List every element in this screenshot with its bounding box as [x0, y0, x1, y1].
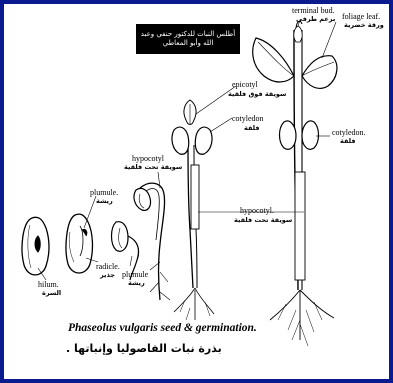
foliage-leaf-label: foliage leaf. [342, 12, 380, 21]
caption-english: Phaseolus vulgaris seed & germination. [68, 322, 257, 334]
seed-opened [66, 214, 92, 273]
hypocotyl-label-small: hypocotyl [132, 154, 164, 163]
hilum-label-ar: السرة [42, 289, 61, 297]
terminal-bud-label-ar: برعم طرفي [296, 15, 335, 23]
cotyledon-label-left-ar: فلقة [244, 124, 260, 132]
plumule-label-ar: ريشة [96, 197, 113, 205]
seed-whole [22, 217, 49, 275]
plumule-label: plumule. [90, 188, 118, 197]
radicle-label-ar: جذير [100, 271, 115, 279]
cotyledon-label-right: cotyledon. [332, 128, 366, 137]
terminal-bud-label: terminal bud. [292, 6, 335, 15]
seedling-mature [253, 21, 337, 346]
epicotyl-label: epicotyl [232, 80, 258, 89]
hypocotyl-label-small-ar: سويقة تحت فلقية [124, 163, 182, 171]
epicotyl-label-ar: سويقة فوق فلقية [228, 90, 286, 98]
caption-arabic: بذرة نبات الفاصوليا وإنباتها . [66, 342, 222, 355]
hypocotyl-label-big: hypocotyl. [240, 206, 274, 215]
plumule-label-2: plumule [122, 270, 148, 279]
cotyledon-label-right-ar: فلقة [340, 137, 356, 145]
hypocotyl-label-big-ar: سويقة تحت فلقية [234, 216, 292, 224]
plumule-label-2-ar: ريشة [128, 279, 145, 287]
radicle-label: radicle. [96, 262, 120, 271]
cotyledon-label-left: cotyledon [232, 114, 264, 123]
foliage-leaf-label-ar: ورقة خضرية [344, 21, 384, 29]
seedling-young [172, 100, 214, 320]
hilum-label: hilum. [38, 280, 59, 289]
